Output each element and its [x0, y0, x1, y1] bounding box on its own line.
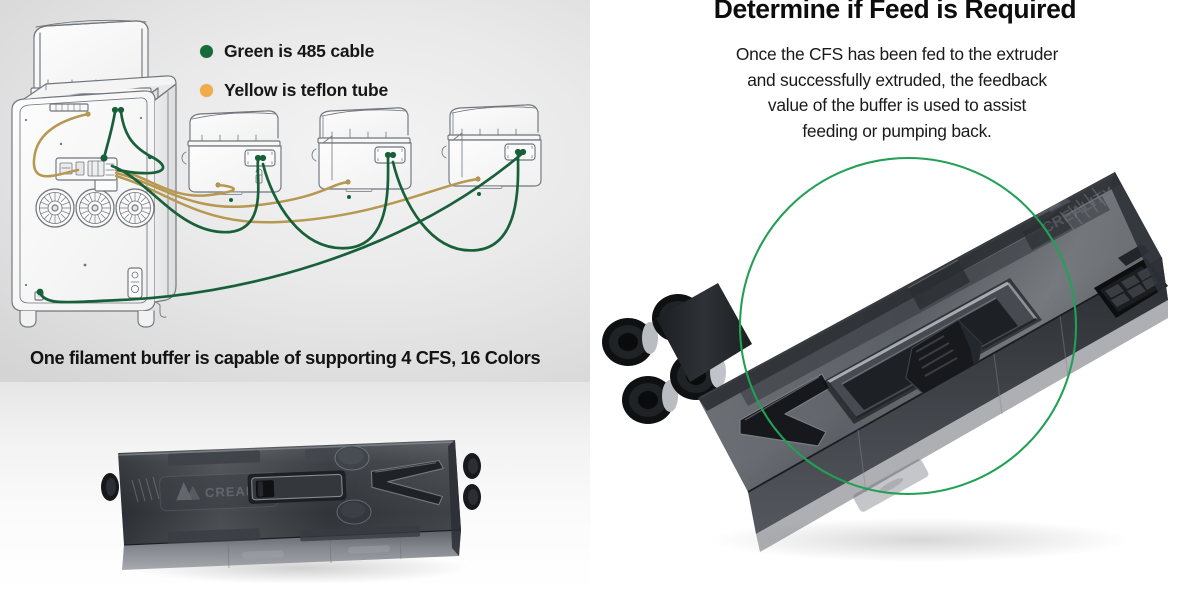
- buffer-spring-detail: [1059, 187, 1107, 231]
- buffer-front-face: [122, 530, 461, 570]
- description-line-2: and successfully extruded, the feedback: [747, 69, 1047, 90]
- printer-fans: [35, 188, 155, 228]
- legend-item-yellow: Yellow is teflon tube: [200, 77, 388, 103]
- tube-port-1: [602, 318, 658, 366]
- filament-buffer-closeup: CREALITY: [602, 156, 1168, 562]
- description-line-1: Once the CFS has been fed to the extrude…: [735, 44, 1059, 64]
- left-panel: Green is 485 cable Yellow is teflon tube…: [0, 0, 590, 590]
- buffer-front-emboss: [853, 459, 929, 512]
- page-title: Determine if Feed is Required: [713, 0, 1077, 24]
- yellow-dot-icon: [200, 83, 213, 97]
- highlight-circle: [738, 156, 1078, 496]
- cable-connector: [36, 106, 527, 296]
- buffer-lever-left: [739, 373, 831, 447]
- filament-buffer-photo: CREALITY: [101, 440, 481, 584]
- diagram-caption: One filament buffer is capable of suppor…: [30, 348, 541, 368]
- buffer-feedback-window: [247, 470, 347, 504]
- printer-body: [11, 75, 177, 328]
- teflon-tube-end: [85, 111, 91, 117]
- buffer-lever: [370, 460, 444, 506]
- right-panel: Determine if Feed is Required Once the C…: [590, 0, 1200, 590]
- legend-label-green: Green is 485 cable: [224, 40, 375, 61]
- legend-label-yellow: Yellow is teflon tube: [224, 79, 389, 100]
- cable-485-group: [38, 110, 526, 304]
- teflon-tubes: [32, 112, 480, 224]
- description-line-4: feeding or pumping back.: [802, 120, 992, 141]
- green-dot-icon: [200, 44, 213, 58]
- description-line-3: value of the buffer is used to assist: [767, 95, 1027, 115]
- legend: Green is 485 cable Yellow is teflon tube: [200, 38, 388, 103]
- buffer-left-face: [656, 283, 752, 382]
- buffer-front-seams: [857, 315, 1069, 493]
- description-paragraph: Once the CFS has been fed to the extrude…: [632, 42, 1162, 144]
- tube-port-3: [622, 376, 678, 424]
- legend-item-green: Green is 485 cable: [200, 38, 388, 64]
- printer-io-block: [127, 267, 143, 299]
- buffer-left-ports: [101, 473, 119, 501]
- buffer-module-mounted: [55, 157, 118, 181]
- buffer-spring: [131, 476, 160, 503]
- buffer-top-latch: [167, 450, 261, 466]
- buffer-right-ports: [463, 453, 481, 510]
- buffer-front-face-large: [748, 258, 1168, 534]
- printer-wiring-diagram: [11, 19, 542, 328]
